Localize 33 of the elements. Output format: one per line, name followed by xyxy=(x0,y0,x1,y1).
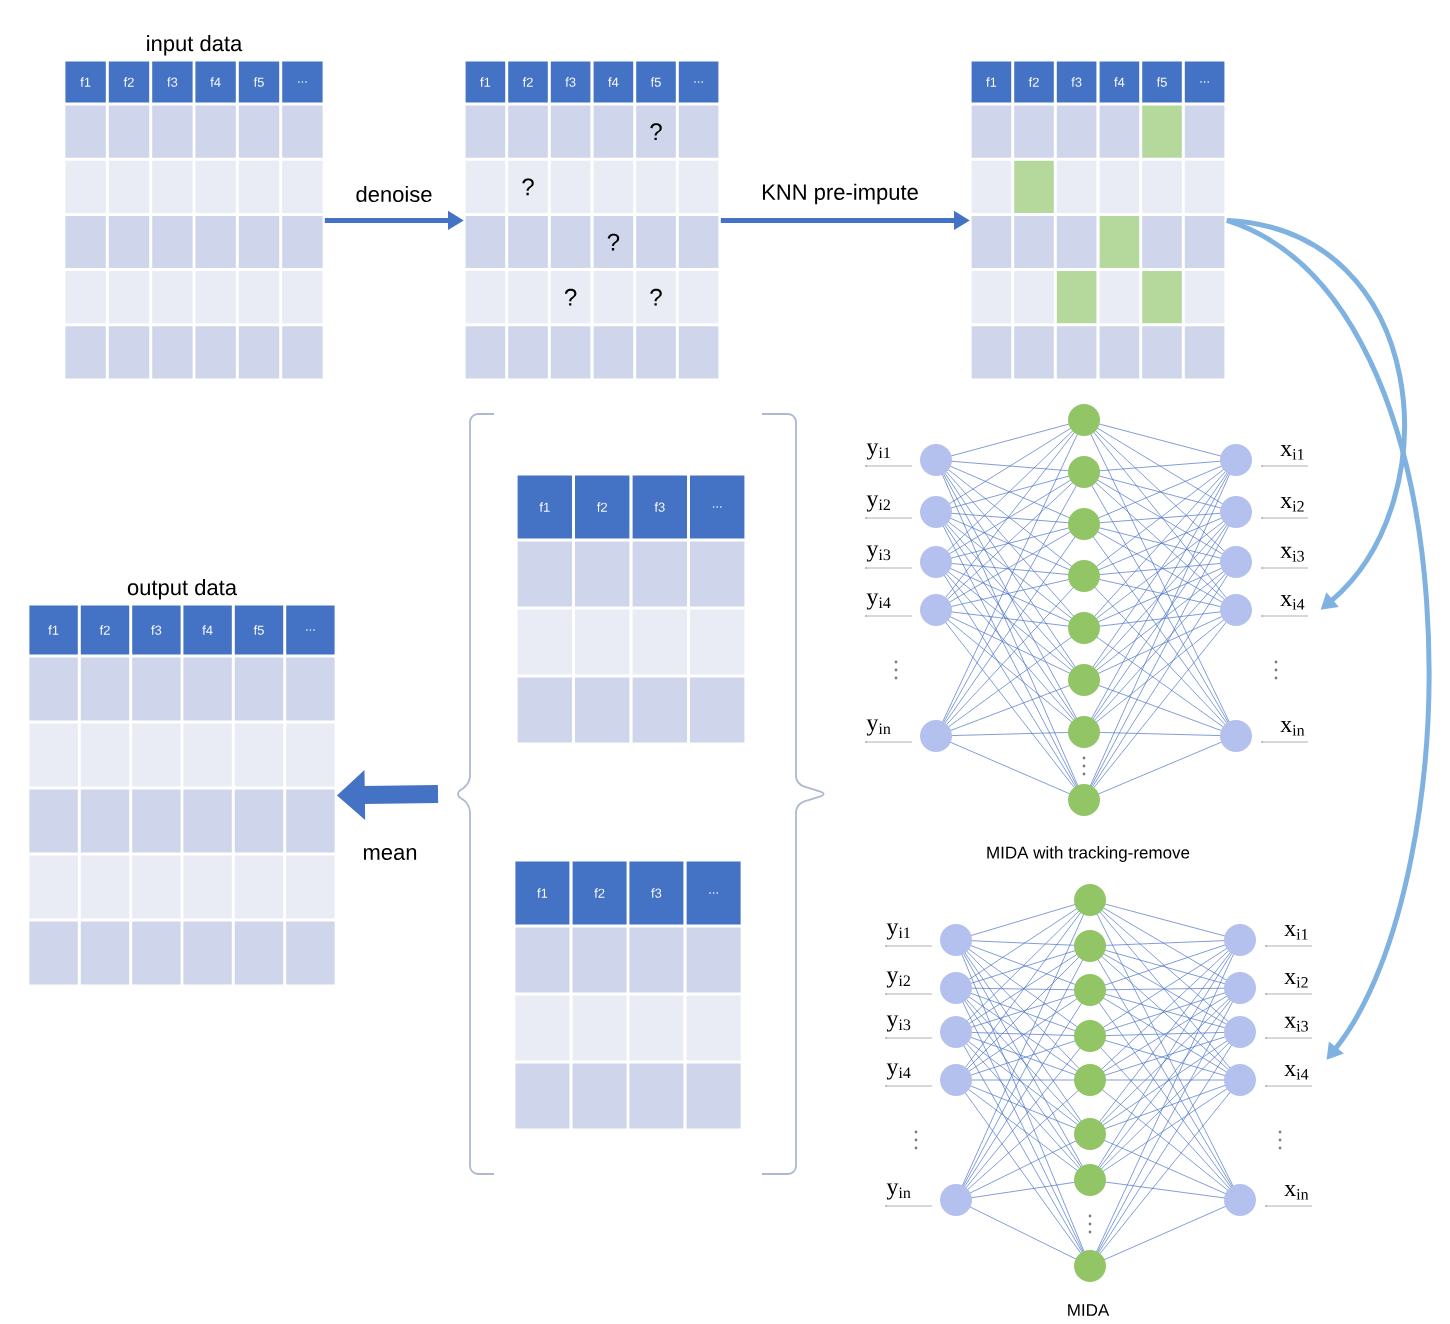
variable-label: x$_{i3}$ xyxy=(1280,546,1304,562)
variable-label: y$_{i1}$ xyxy=(866,443,890,460)
variable-label: x$_{i1}$ xyxy=(1280,445,1304,460)
variable-label: x$_{i1}$ xyxy=(1284,925,1308,940)
variable-label: y$_{i3}$ xyxy=(866,545,891,562)
arrow xyxy=(1226,217,1407,610)
variable-label: x$_{i2}$ xyxy=(1280,497,1304,512)
variable-label: y$_{i2}$ xyxy=(866,495,890,512)
variable-label: y$_{i4}$ xyxy=(886,1063,911,1080)
table-cell: ? xyxy=(593,215,634,269)
network-caption: MIDA with tracking-remove xyxy=(987,846,1190,862)
variable-label: y$_{i1}$ xyxy=(886,923,910,940)
variable-label: x$_{i4}$ xyxy=(1284,1065,1309,1080)
edge-label: denoise xyxy=(353,183,435,205)
table-cell: ? xyxy=(636,105,676,158)
variable-label: y$_{i2}$ xyxy=(886,971,910,988)
variable-label: y$_{in}$ xyxy=(866,719,891,736)
variable-label: x$_{i2}$ xyxy=(1284,973,1308,988)
table-cell: ? xyxy=(508,160,548,213)
variable-label: y$_{i4}$ xyxy=(866,593,891,610)
network-caption: MIDA xyxy=(1068,1304,1110,1316)
variable-label: x$_{i4}$ xyxy=(1280,595,1305,610)
table-cell: ? xyxy=(550,271,591,324)
edge-label: mean xyxy=(360,846,420,863)
table-heading: output data xyxy=(127,579,237,600)
table-cell: ? xyxy=(636,271,676,324)
variable-label: x$_{in}$ xyxy=(1284,1185,1309,1200)
variable-label: x$_{in}$ xyxy=(1280,721,1305,736)
variable-label: y$_{in}$ xyxy=(886,1183,911,1200)
variable-label: y$_{i3}$ xyxy=(886,1015,911,1032)
edge-label: KNN pre-impute xyxy=(759,181,921,207)
table-heading: input data xyxy=(147,35,243,56)
variable-label: x$_{i3}$ xyxy=(1284,1016,1308,1032)
